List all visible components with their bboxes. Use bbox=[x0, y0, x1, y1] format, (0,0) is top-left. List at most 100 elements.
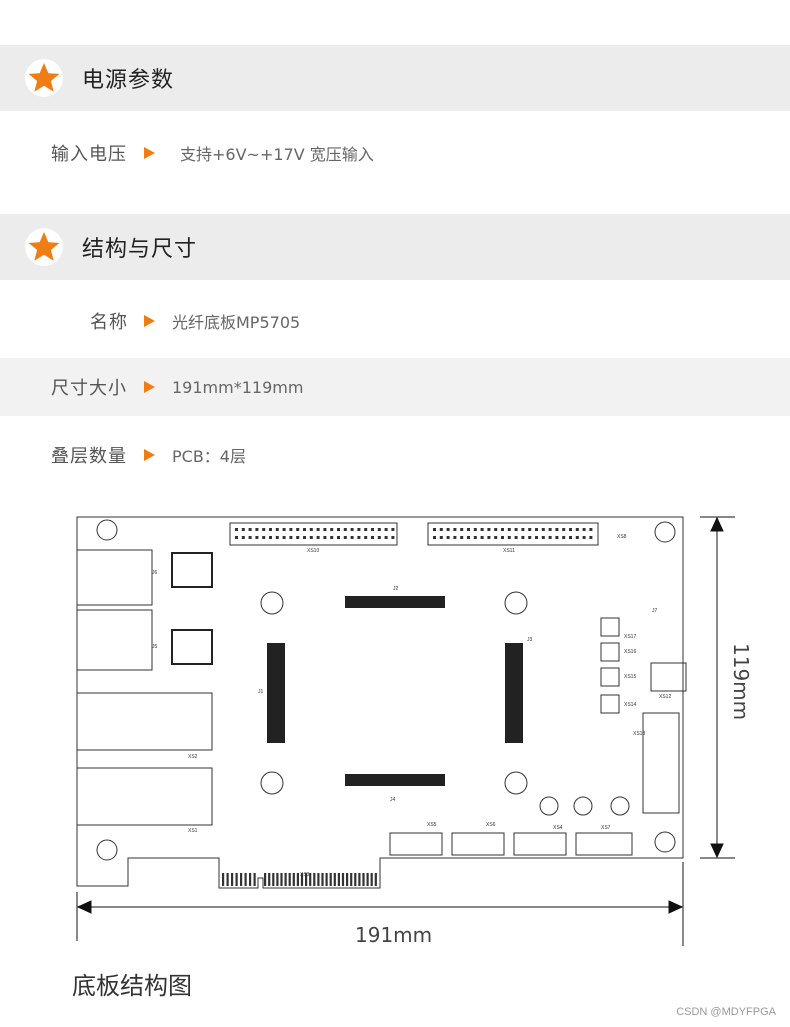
header-pin bbox=[575, 528, 579, 531]
rotary-switch bbox=[573, 796, 593, 816]
header-pin bbox=[282, 528, 286, 531]
header-pin bbox=[562, 528, 566, 531]
gold-finger bbox=[253, 873, 256, 886]
header-pin bbox=[514, 536, 518, 539]
header-pin bbox=[569, 528, 572, 531]
header-pin bbox=[555, 528, 559, 531]
bottom-connector bbox=[513, 832, 567, 856]
section-header-structure: 结构与尺寸 bbox=[0, 214, 790, 280]
spec-value: 支持+6V~+17V 宽压输入 bbox=[180, 145, 374, 164]
header-pin bbox=[562, 536, 566, 539]
chip bbox=[171, 552, 213, 588]
push-button bbox=[600, 667, 620, 687]
component-label: XS8 bbox=[617, 534, 627, 540]
header-pin bbox=[521, 536, 525, 539]
header-pin bbox=[377, 536, 381, 539]
header-pin bbox=[377, 528, 381, 531]
header-pin bbox=[460, 528, 464, 531]
board-connector bbox=[505, 643, 523, 743]
gold-finger bbox=[321, 873, 324, 886]
header-pin bbox=[501, 536, 504, 539]
star-icon bbox=[25, 228, 63, 266]
component-label: XS7 bbox=[601, 825, 611, 831]
header-pin bbox=[480, 528, 484, 531]
gold-finger bbox=[284, 873, 287, 886]
header-connector bbox=[427, 522, 599, 546]
header-pin bbox=[303, 536, 306, 539]
arrow-right-icon bbox=[144, 147, 155, 159]
header-pin bbox=[514, 528, 518, 531]
spec-value: PCB：4层 bbox=[172, 447, 246, 466]
header-pin bbox=[309, 536, 313, 539]
component-label: XS1 bbox=[188, 828, 198, 834]
component-label: XS4 bbox=[553, 825, 563, 831]
header-pin bbox=[541, 528, 545, 531]
header-pin bbox=[241, 528, 245, 531]
header-pin bbox=[289, 528, 293, 531]
bottom-connector bbox=[575, 832, 633, 856]
board-outline bbox=[76, 516, 684, 889]
spec-row-layers: 叠层数量 PCB：4层 bbox=[0, 426, 790, 484]
header-pin bbox=[323, 528, 327, 531]
mounting-hole bbox=[504, 771, 528, 795]
header-pin bbox=[391, 528, 395, 531]
gold-finger bbox=[264, 873, 267, 886]
header-pin bbox=[364, 536, 368, 539]
spec-label: 尺寸大小 bbox=[51, 378, 127, 399]
header-pin bbox=[460, 536, 464, 539]
header-pin bbox=[282, 536, 286, 539]
header-pin bbox=[255, 528, 259, 531]
header-pin bbox=[255, 536, 259, 539]
header-pin bbox=[391, 536, 395, 539]
component-label: J2 bbox=[393, 586, 399, 592]
header-pin bbox=[296, 536, 300, 539]
header-pin bbox=[582, 528, 586, 531]
header-pin bbox=[446, 528, 450, 531]
header-pin bbox=[439, 536, 443, 539]
gold-finger bbox=[305, 873, 308, 886]
header-pin bbox=[364, 528, 368, 531]
header-pin bbox=[589, 536, 593, 539]
header-pin bbox=[535, 528, 538, 531]
push-button bbox=[600, 694, 620, 714]
header-pin bbox=[248, 528, 252, 531]
header-pin bbox=[494, 536, 498, 539]
gold-finger bbox=[235, 873, 238, 886]
header-pin bbox=[480, 536, 484, 539]
component-label: J6 bbox=[152, 570, 158, 576]
header-pin bbox=[548, 536, 552, 539]
gold-finger bbox=[313, 873, 316, 886]
mounting-hole bbox=[504, 591, 528, 615]
bottom-connector bbox=[451, 832, 505, 856]
chip bbox=[171, 629, 213, 665]
header-pin bbox=[235, 536, 238, 539]
header-pin bbox=[494, 528, 498, 531]
header-pin bbox=[521, 528, 525, 531]
header-pin bbox=[528, 536, 532, 539]
component-label: XS5 bbox=[427, 822, 437, 828]
header-pin bbox=[487, 536, 491, 539]
spec-row-size: 尺寸大小 191mm*119mm bbox=[0, 358, 790, 416]
header-pin bbox=[241, 536, 245, 539]
gold-finger bbox=[325, 873, 328, 886]
header-pin bbox=[350, 528, 354, 531]
header-connector bbox=[229, 522, 398, 546]
component-label: XS6 bbox=[486, 822, 496, 828]
mounting-hole bbox=[654, 831, 676, 853]
header-pin bbox=[275, 528, 279, 531]
component-label: XS17 bbox=[624, 634, 636, 640]
spec-label: 叠层数量 bbox=[51, 446, 127, 467]
header-pin bbox=[541, 536, 545, 539]
header-pin bbox=[582, 536, 586, 539]
gold-finger bbox=[354, 873, 357, 886]
gold-finger bbox=[341, 873, 345, 886]
header-pin bbox=[467, 528, 470, 531]
gold-finger bbox=[272, 873, 275, 886]
arrow-right-icon bbox=[144, 315, 155, 327]
gold-finger bbox=[226, 873, 229, 886]
header-pin bbox=[433, 528, 436, 531]
component-label: J3 bbox=[527, 637, 533, 643]
gold-finger bbox=[288, 873, 291, 886]
header-pin bbox=[507, 536, 511, 539]
component-label: XS14 bbox=[624, 702, 636, 708]
